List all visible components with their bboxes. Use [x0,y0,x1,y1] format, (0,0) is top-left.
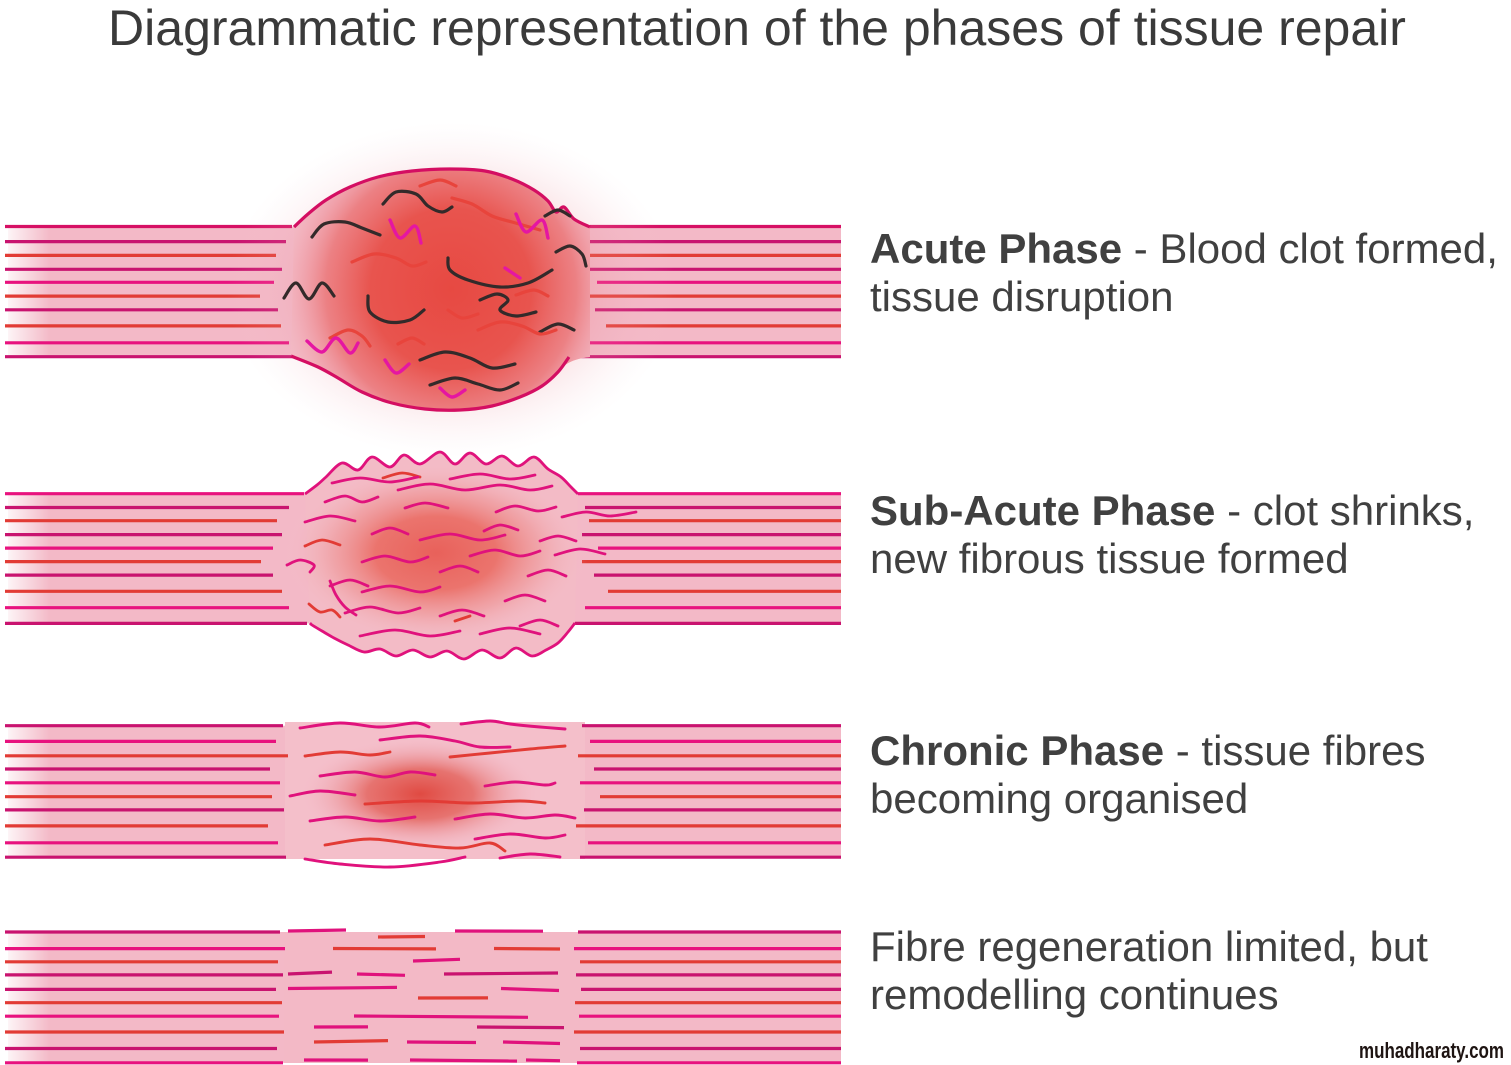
svg-text:Sub-Acute Phase - clot shrinks: Sub-Acute Phase - clot shrinks, [870,487,1474,534]
svg-text:muhadharaty.com: muhadharaty.com [1359,1038,1504,1063]
svg-text:new fibrous tissue formed: new fibrous tissue formed [870,535,1349,582]
svg-text:becoming organised: becoming organised [870,775,1248,822]
svg-text:tissue disruption: tissue disruption [870,273,1174,320]
svg-text:Acute Phase - Blood clot forme: Acute Phase - Blood clot formed, [870,225,1498,272]
svg-text:Diagrammatic representation of: Diagrammatic representation of the phase… [108,0,1406,56]
svg-text:Chronic Phase - tissue fibres: Chronic Phase - tissue fibres [870,727,1426,774]
svg-text:Fibre regeneration limited, bu: Fibre regeneration limited, but [870,923,1428,970]
svg-text:remodelling continues: remodelling continues [870,971,1279,1018]
